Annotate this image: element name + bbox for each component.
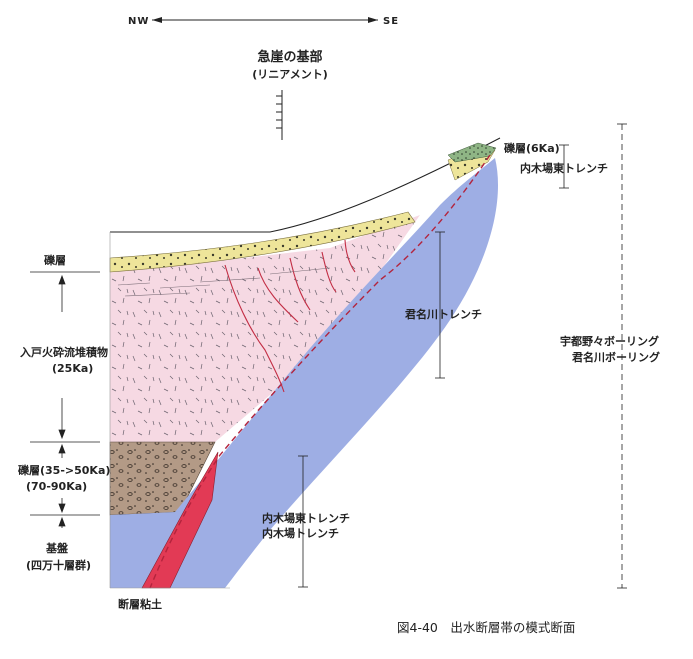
scarp-title: 急崖の基部 — [257, 49, 322, 65]
label-pyroclastic: 入戸火砕流堆積物 — [20, 345, 108, 359]
pyroclastic-flow-deposit — [110, 215, 420, 442]
gravel-layer-upper — [109, 211, 416, 273]
label-basement: 基盤 — [45, 541, 69, 555]
left-thickness-scale — [30, 271, 100, 528]
label-gravel: 礫層 — [44, 253, 66, 267]
boring-marker — [617, 123, 627, 589]
label-trench-uchikibaba: 内木場トレンチ — [262, 526, 339, 540]
main-fault-dashed — [149, 154, 491, 589]
scarp-annotation: 急崖の基部 (リニアメント) — [252, 49, 328, 140]
orientation-arrow: NW SE — [128, 16, 399, 27]
bedding-strokes — [117, 267, 331, 297]
trench-marker-kimigawa — [435, 231, 445, 379]
label-boring-2: 君名川ボーリング — [572, 350, 660, 364]
se-label: SE — [383, 16, 399, 27]
label-trench-uchikibaba-east-upper: 内木場東トレンチ — [520, 161, 608, 175]
label-gravel-lower-age: (70-90Ka) — [26, 480, 87, 493]
scarp-subtitle: (リニアメント) — [252, 68, 328, 81]
label-trench-uchikibaba-east-lower: 内木場東トレンチ — [262, 511, 350, 525]
green-terrace-gravel — [447, 142, 497, 163]
label-fault-clay: 断層粘土 — [118, 597, 162, 611]
trench-marker-upper — [559, 144, 569, 189]
trench-marker-lower — [298, 455, 308, 588]
label-gravel-6ka: 礫層(6Ka) — [504, 141, 560, 155]
nw-label: NW — [128, 16, 149, 27]
label-trench-kimigawa: 君名川トレンチ — [405, 307, 482, 321]
figure-caption: 図4-40 出水断層帯の模式断面 — [397, 620, 575, 635]
label-gravel-lower: 礫層(35->50Ka) — [18, 463, 110, 477]
label-boring-1: 宇都野々ボーリング — [560, 334, 659, 348]
secondary-faults — [224, 239, 356, 393]
label-pyroclastic-age: (25Ka) — [52, 362, 93, 375]
label-basement-group: (四万十層群) — [26, 558, 91, 572]
